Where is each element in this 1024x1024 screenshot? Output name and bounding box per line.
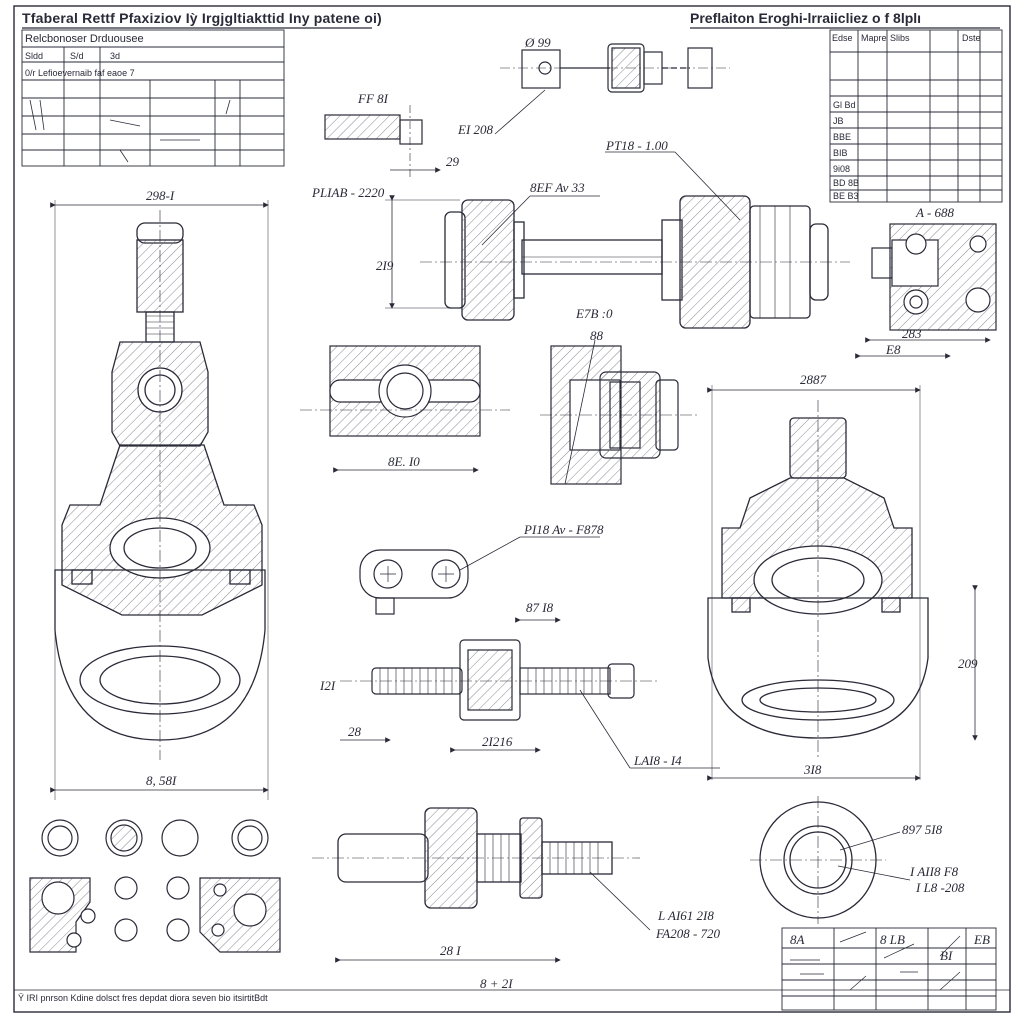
right-table-cell: BE B3 [833, 191, 859, 201]
drawing-title-right: Preflaiton Eroghi-lrraiicliez o f 8lplı [690, 10, 922, 26]
right-small-block [855, 223, 997, 359]
dim-label: PI18 Av - F878 [523, 522, 604, 537]
left-table-cell: Sldd [25, 51, 43, 61]
dim-label: 897 5I8 [902, 822, 943, 837]
title-block-cell: BI [940, 948, 953, 963]
right-table-cell: Gl Bd [833, 100, 856, 110]
right-table-header: Mapre [861, 33, 887, 43]
dim-label: PLIAB - 2220 [311, 185, 385, 200]
dim-label: I L8 -208 [915, 880, 965, 895]
dim-label: 209 [958, 656, 978, 671]
link-plate [359, 536, 600, 615]
dim-label: 28 [348, 724, 362, 739]
right-parts-table [829, 29, 1003, 203]
dim-label: I2I [319, 678, 336, 693]
middle-cross-section [300, 339, 700, 485]
dim-label: I AII8 F8 [909, 864, 959, 879]
dim-label: 88 [590, 328, 604, 343]
right-table-cell: JB [833, 116, 844, 126]
right-housing [707, 385, 978, 781]
dim-label: 2I9 [376, 258, 394, 273]
dim-label: E8 [885, 342, 901, 357]
top-clamp-assembly [324, 43, 730, 180]
dim-label: FF 8I [357, 91, 389, 106]
dim-label: A - 688 [915, 205, 955, 220]
dim-label: 8E. I0 [388, 454, 420, 469]
left-table-cell: 3d [110, 51, 120, 61]
dim-label: 29 [446, 154, 460, 169]
bolt-assembly [340, 617, 720, 769]
dim-label: E7B :0 [575, 306, 613, 321]
dim-label: Ø 99 [524, 35, 551, 50]
dim-label: 2887 [800, 372, 827, 387]
right-table-header: Dste [962, 33, 981, 43]
dim-label: 283 [902, 326, 922, 341]
left-table-header: Relcbonoser Drduousee [25, 33, 144, 45]
title-block [781, 927, 997, 1011]
pin-assembly [312, 807, 651, 963]
dim-label: L AI61 2I8 [657, 908, 714, 923]
left-parts-table [21, 29, 285, 167]
dim-label: 3I8 [803, 762, 822, 777]
dim-label: 28 I [440, 943, 461, 958]
right-table-cell: 9i08 [833, 164, 850, 174]
left-table-cell: S/d [70, 51, 84, 61]
left-table-cell: 0/r Lefioevernaib faf eaoe 7 [25, 68, 135, 78]
left-main-bracket [50, 200, 269, 800]
dim-label: 87 I8 [526, 600, 554, 615]
right-table-cell: BBE [833, 132, 851, 142]
right-table-header: Slibs [890, 33, 910, 43]
dim-label: PT18 - 1.00 [605, 138, 668, 153]
dim-label: EI 208 [457, 122, 494, 137]
dim-label: 8EF Av 33 [530, 180, 585, 195]
right-table-cell: BIB [833, 148, 848, 158]
dim-label: 2I216 [482, 734, 513, 749]
shaft-assembly [385, 151, 850, 329]
title-block-cell: 8A [790, 932, 805, 947]
small-parts-group [29, 819, 281, 953]
title-block-cell: EB [973, 932, 990, 947]
drawing-title-left: Tfaberal Rettf Pfaxiziov Iỳ Irgjgltiaktt… [22, 10, 382, 26]
drawing-footer-note: Ÿ IRI pnrson Kdine dolsct fres depdat di… [18, 993, 268, 1003]
title-block-cell: 8 LB [880, 932, 905, 947]
ring-part [750, 796, 911, 924]
dim-label: 8, 58I [146, 773, 177, 788]
right-table-cell: BD 8B [833, 178, 859, 188]
dim-label: 8 + 2I [480, 976, 513, 991]
dim-label: LAI8 - I4 [633, 753, 682, 768]
dim-label: 298-I [146, 188, 175, 203]
dim-label: FA208 - 720 [655, 926, 721, 941]
sheet-border [13, 5, 1011, 1013]
right-table-header: Edse [832, 33, 853, 43]
